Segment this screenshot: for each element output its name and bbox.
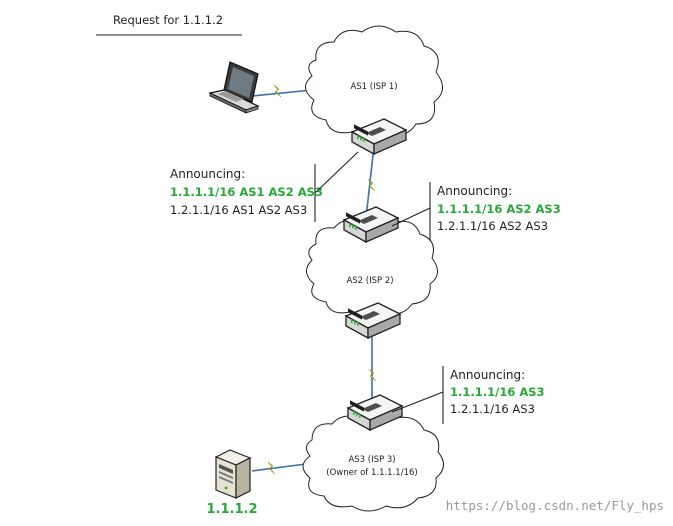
cloud-as1-label: AS1 (ISP 1)	[350, 82, 397, 92]
cloud-as2-label: AS2 (ISP 2)	[346, 276, 393, 286]
announcement-title: Announcing:	[450, 368, 525, 382]
server-icon	[214, 449, 252, 499]
laptop-link	[251, 89, 313, 97]
announcement-route: 1.2.1.1/16 AS2 AS3	[437, 219, 548, 233]
announcement-as3: Announcing: 1.1.1.1/16 AS3 1.2.1.1/16 AS…	[391, 366, 545, 424]
announcement-route: 1.2.1.1/16 AS1 AS2 AS3	[170, 203, 307, 217]
announcement-title: Announcing:	[437, 184, 512, 198]
watermark-text: https://blog.csdn.net/Fly_hps	[446, 498, 664, 513]
announcement-route-highlight: 1.1.1.1/16 AS3	[450, 385, 545, 399]
server-ip-label: 1.1.1.2	[207, 502, 258, 517]
request-label: Request for 1.1.1.2	[113, 13, 223, 27]
network-links	[251, 89, 375, 472]
cloud-as1	[305, 25, 443, 139]
laptop-icon	[208, 61, 260, 114]
bolt-icon	[273, 84, 282, 98]
announcement-route-highlight: 1.1.1.1/16 AS1 AS2 AS3	[170, 185, 323, 199]
server-link	[251, 463, 307, 472]
announcement-route: 1.2.1.1/16 AS3	[450, 402, 535, 416]
announcement-route-highlight: 1.1.1.1/16 AS2 AS3	[437, 202, 561, 216]
announcement-title: Announcing:	[170, 167, 245, 181]
link-as1-as2	[365, 145, 375, 219]
announcement-as1: Announcing: 1.1.1.1/16 AS1 AS2 AS3 1.2.1…	[170, 151, 359, 222]
announcement-as2: Announcing: 1.1.1.1/16 AS2 AS3 1.2.1.1/1…	[391, 182, 561, 240]
cloud-as3-owner: (Owner of 1.1.1.1/16)	[326, 468, 417, 478]
cloud-as3-label: AS3 (ISP 3)	[348, 455, 395, 465]
